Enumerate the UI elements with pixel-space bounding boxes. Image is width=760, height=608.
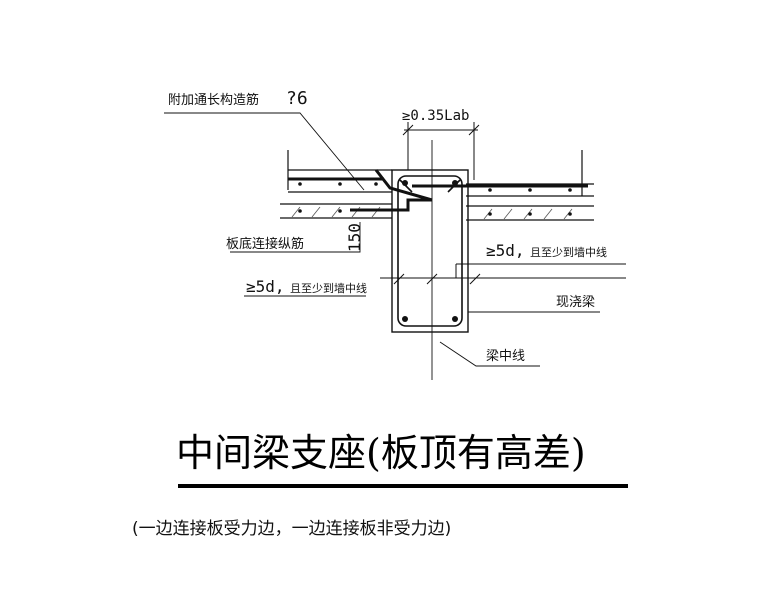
anchorage-dimension [402, 122, 480, 180]
extension-lines [380, 263, 626, 285]
beam-outline [391, 169, 469, 333]
additional-rebar-label: 附加通长构造筋 [168, 92, 259, 108]
cast-beam-label: 现浇梁 [556, 295, 595, 310]
bottom-rebar-label: 板底连接纵筋 [226, 236, 304, 252]
extend-right-main: ≥5d, [486, 241, 525, 260]
left-slab [280, 150, 392, 219]
top-rebar-left [288, 169, 433, 202]
anchorage-label: ≥0.35Lab [402, 108, 469, 124]
right-slab-hatch [483, 208, 573, 220]
extend-left-main: ≥5d, [246, 277, 285, 296]
drawing-subtitle: (一边连接板受力边，一边连接板非受力边) [132, 519, 451, 539]
beam-centerline-label: 梁中线 [486, 349, 525, 364]
drawing-title: 中间梁支座(板顶有高差) [176, 431, 586, 475]
additional-rebar-spec: ?6 [286, 88, 308, 109]
extend-left-note: 且至少到墙中线 [290, 281, 367, 295]
depth-label: 150 [345, 223, 364, 252]
leader-lines [164, 112, 600, 367]
right-slab [466, 150, 594, 221]
extend-right-note: 且至少到墙中线 [530, 245, 607, 259]
slab-bar-dots [298, 182, 572, 216]
bottom-rebar [350, 198, 432, 212]
